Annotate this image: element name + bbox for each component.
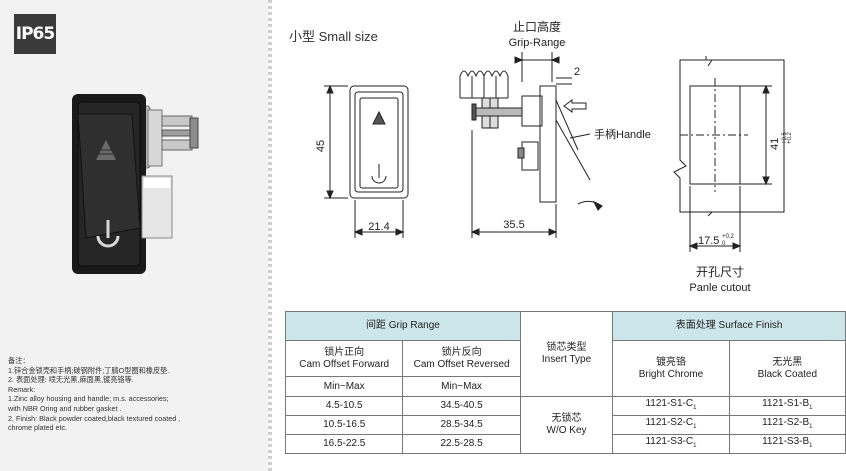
bright-chrome-header: 镀亮铬 Bright Chrome	[612, 340, 730, 397]
table-cell: 1121-S3-C1	[612, 434, 730, 454]
cutout-width-tol-upper: +0.2	[722, 234, 735, 240]
technical-drawing: 45 21.4 止口高度 Grip-Range 2 35.5 手柄Handle …	[315, 19, 793, 294]
table-cell: 1121-S2-B1	[728, 415, 846, 435]
dashed-divider	[268, 0, 272, 471]
note-line: with NBR Oring and rubber gasket .	[8, 403, 122, 413]
table-cell: 10.5-16.5	[284, 415, 404, 435]
note-line: 备注：	[8, 356, 30, 365]
insert-type-cn: 锁芯类型	[546, 342, 587, 353]
part-number: 1121-S2-C	[645, 417, 694, 428]
part-subscript: 1	[693, 405, 697, 411]
note-line: 1.锌合金锁壳和手柄;碳钢附件;丁腈O型圈和橡皮垫.	[8, 365, 170, 375]
cutout-height-tol-lower: +0.2	[787, 131, 793, 144]
note-line: 2. Finish: Black powder coated,black tex…	[8, 413, 181, 423]
cam-reversed-cn: 锁片反向	[441, 346, 482, 358]
table-cell: 16.5-22.5	[284, 434, 404, 454]
part-number: 1121-S1-C	[645, 398, 694, 409]
grip-range-cn: 止口高度	[513, 19, 561, 34]
spec-table: 间距 Grip Range 锁芯类型 Insert Type 表面处理 Surf…	[284, 311, 846, 454]
cam-forward-header: 锁片正向 Cam Offset Forward	[284, 340, 404, 377]
part-subscript: 1	[809, 405, 813, 411]
cam-forward-en: Cam Offset Forward	[299, 358, 390, 370]
minmax-forward: Min~Max	[284, 376, 404, 397]
black-coated-cn: 无光黑	[772, 356, 803, 368]
cutout-height-tol-upper: +0.5	[782, 131, 788, 144]
dim-width: 21.4	[368, 221, 389, 233]
minmax-reversed: Min~Max	[402, 376, 521, 397]
cutout-cn: 开孔尺寸	[696, 265, 744, 279]
insert-type-en: Insert Type	[541, 354, 592, 365]
handle-label: 手柄Handle	[594, 127, 651, 141]
note-line: 1.Zinc alloy housing and handle; m.s. ac…	[8, 394, 169, 404]
ip65-badge: IP65	[14, 14, 56, 54]
part-number: 1121-S3-C	[645, 436, 694, 447]
front-view-outline	[349, 85, 409, 199]
dim-height: 45	[315, 140, 327, 152]
wo-key-cell: 无锁芯 W/O Key	[519, 396, 614, 454]
black-coated-header: 无光黑 Black Coated	[728, 340, 846, 397]
product-photo	[72, 94, 199, 274]
note-line: Remark:	[8, 384, 36, 394]
note-line: chrome plated etc.	[8, 423, 68, 433]
wo-key-cn: 无锁芯	[551, 413, 582, 424]
cam-forward-cn: 锁片正向	[324, 346, 365, 358]
table-cell: 1121-S3-B1	[728, 434, 846, 454]
part-number: 1121-S1-B	[762, 398, 810, 409]
insert-type-header: 锁芯类型 Insert Type	[519, 311, 614, 397]
cutout-width: 17.5	[698, 235, 719, 247]
part-subscript: 1	[693, 443, 697, 449]
part-subscript: 1	[693, 424, 697, 430]
table-cell: 28.5-34.5	[402, 415, 521, 435]
bright-chrome-en: Bright Chrome	[638, 368, 704, 380]
table-cell: 1121-S1-C1	[612, 396, 730, 416]
surface-finish-header: 表面处理 Surface Finish	[612, 311, 846, 341]
dim-2: 2	[574, 66, 580, 78]
part-subscript: 1	[809, 443, 813, 449]
black-coated-en: Black Coated	[757, 368, 818, 380]
note-line: 2. 表面处理: 喷无光黑,麻面黑,镀亮铬等.	[8, 375, 134, 385]
table-cell: 1121-S1-B1	[728, 396, 846, 416]
grip-range-header: 间距 Grip Range	[285, 311, 521, 341]
table-cell: 34.5-40.5	[402, 396, 521, 416]
cutout-height: 41	[769, 138, 781, 150]
cutout-en: Panle cutout	[689, 282, 750, 294]
bright-chrome-cn: 镀亮铬	[655, 356, 686, 368]
table-cell: 4.5-10.5	[284, 396, 404, 416]
part-number: 1121-S2-B	[762, 417, 810, 428]
size-title: 小型 Small size	[289, 29, 378, 44]
remark-notes: 备注： 1.锌合金锁壳和手柄;碳钢附件;丁腈O型圈和橡皮垫. 2. 表面处理: …	[8, 356, 263, 433]
table-cell: 22.5-28.5	[402, 434, 521, 454]
table-cell: 1121-S2-C1	[612, 415, 730, 435]
wo-key-en: W/O Key	[546, 425, 587, 436]
cutout-width-tol-lower: 0	[722, 241, 726, 247]
cam-reversed-header: 锁片反向 Cam Offset Reversed	[402, 340, 521, 377]
part-subscript: 1	[809, 424, 813, 430]
cam-reversed-en: Cam Offset Reversed	[413, 358, 510, 370]
grip-range-en: Grip-Range	[509, 37, 566, 49]
part-number: 1121-S3-B	[762, 436, 810, 447]
dim-depth: 35.5	[503, 219, 524, 231]
